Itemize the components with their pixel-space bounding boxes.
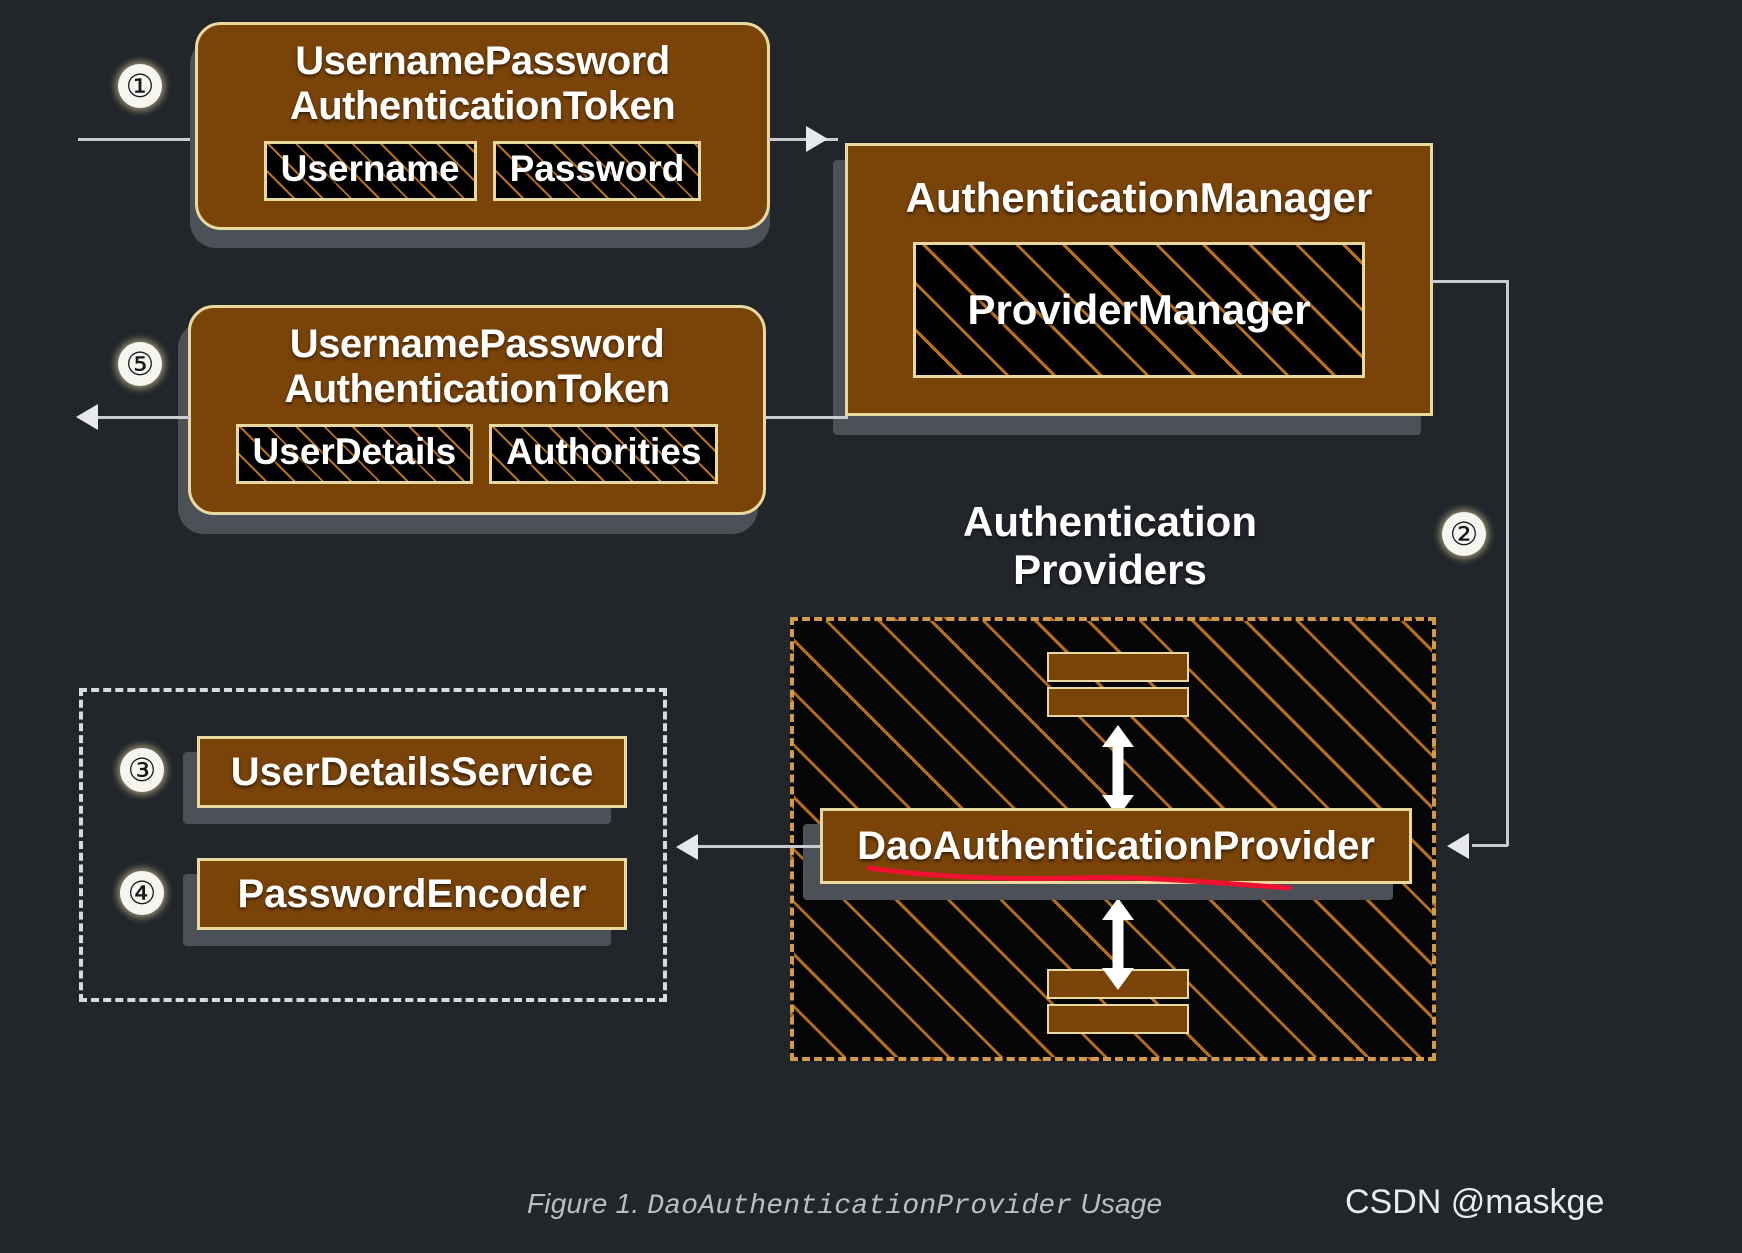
step-marker-4: ④ (120, 871, 164, 915)
services-dashed-zone (79, 688, 667, 1002)
authentication-manager-title: AuthenticationManager (905, 174, 1373, 221)
figure-caption: Figure 1. DaoAuthenticationProvider Usag… (527, 1188, 1162, 1222)
field-password: Password (492, 140, 702, 201)
authentication-manager-card[interactable]: AuthenticationManager ProviderManager (845, 143, 1433, 416)
connector-step2-vertical (1506, 280, 1509, 846)
field-userdetails: UserDetails (235, 423, 474, 484)
request-token-card[interactable]: UsernamePassword AuthenticationToken Use… (195, 22, 770, 230)
arrowhead-step2 (1447, 833, 1469, 859)
field-authorities: Authorities (489, 423, 719, 484)
provider-manager-box[interactable]: ProviderManager (913, 242, 1365, 378)
providers-label-line2: Providers (1013, 546, 1207, 594)
request-token-title-line2: AuthenticationToken (289, 83, 676, 128)
dao-provider-label: DaoAuthenticationProvider (857, 823, 1375, 868)
arrow-down-bottom (1102, 968, 1134, 990)
arrowhead-to-manager (806, 126, 828, 152)
caption-prefix: Figure 1. (527, 1188, 648, 1219)
connector-request-in (78, 138, 202, 141)
field-username: Username (263, 140, 477, 201)
connector-token-to-manager (768, 138, 838, 141)
arrow-stem-bottom (1112, 918, 1124, 970)
connector-dao-to-services (698, 845, 820, 848)
response-token-card[interactable]: UsernamePassword AuthenticationToken Use… (188, 305, 766, 515)
provider-stub-top-1 (1047, 652, 1189, 682)
providers-label-line1: Authentication (963, 498, 1257, 545)
double-arrow-bottom (1088, 898, 1148, 990)
password-encoder-label: PasswordEncoder (237, 871, 587, 916)
user-details-service-card[interactable]: UserDetailsService (197, 736, 627, 808)
password-encoder-card[interactable]: PasswordEncoder (197, 858, 627, 930)
step-marker-1: ① (118, 64, 162, 108)
connector-response-out (98, 416, 190, 419)
provider-manager-title: ProviderManager (967, 286, 1311, 333)
arrowhead-dao-to-services (676, 834, 698, 860)
user-details-service-label: UserDetailsService (230, 749, 594, 794)
provider-stub-bottom-2 (1047, 1004, 1189, 1034)
authentication-providers-label: Authentication Providers (960, 498, 1260, 595)
response-token-fields: UserDetails Authorities (235, 423, 719, 484)
arrow-up-bottom (1102, 898, 1134, 920)
connector-step2-top (1431, 280, 1509, 283)
step-marker-2: ② (1442, 512, 1486, 556)
response-token-title-line1: UsernamePassword (289, 322, 665, 366)
arrow-stem-top (1112, 745, 1124, 797)
dao-authentication-provider-card[interactable]: DaoAuthenticationProvider (820, 808, 1412, 884)
connector-step2-bottom (1472, 844, 1508, 847)
step-marker-5: ⑤ (118, 342, 162, 386)
double-arrow-top (1088, 725, 1148, 817)
request-token-fields: Username Password (263, 140, 702, 201)
caption-mono: DaoAuthenticationProvider (647, 1191, 1073, 1222)
csdn-watermark: CSDN @maskge (1345, 1183, 1605, 1221)
provider-stub-top-2 (1047, 687, 1189, 717)
response-token-title: UsernamePassword AuthenticationToken (284, 322, 670, 412)
step-marker-3: ③ (120, 748, 164, 792)
arrowhead-response-out (76, 404, 98, 430)
request-token-title-line1: UsernamePassword (295, 39, 670, 83)
arrow-up-top (1102, 725, 1134, 747)
connector-manager-to-response (766, 416, 848, 419)
caption-suffix: Usage (1072, 1188, 1163, 1219)
response-token-title-line2: AuthenticationToken (284, 366, 670, 411)
request-token-title: UsernamePassword AuthenticationToken (289, 39, 676, 129)
